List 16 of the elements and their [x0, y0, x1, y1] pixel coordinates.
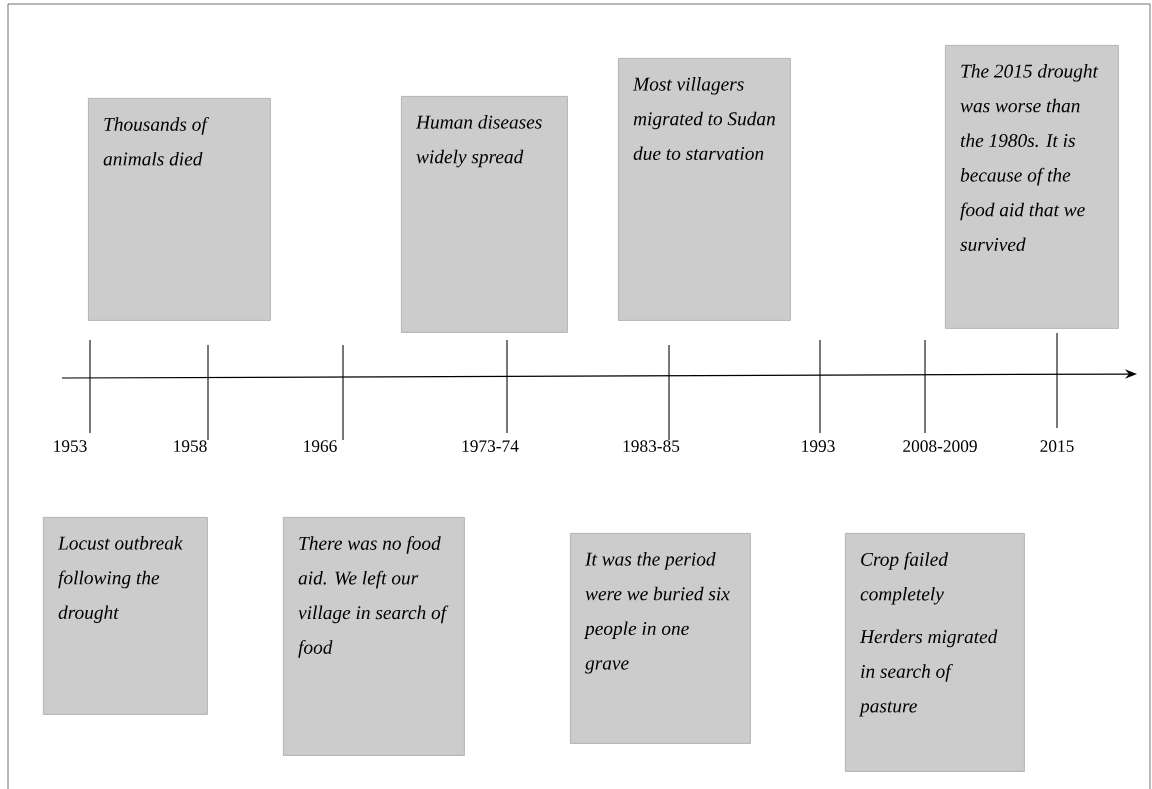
year-label: 2015 — [1040, 440, 1074, 452]
event-box: Most villagers migrated to Sudan due to starvation — [618, 58, 791, 321]
year-label: 1993 — [802, 440, 835, 452]
event-box: There was no food aid. We left our village in search of food — [283, 517, 465, 756]
year-label: 1973-74 — [462, 440, 519, 452]
event-box: Thousands of animals died — [88, 98, 271, 321]
event-box: Locust outbreak following the drought — [43, 517, 208, 715]
event-box: It was the period were we buried six people in one grave — [570, 533, 751, 744]
year-label: 1966 — [304, 440, 337, 452]
year-label: 1953 — [54, 440, 87, 452]
event-box: Human diseases widely spread — [401, 96, 568, 333]
year-label: 1958 — [174, 440, 207, 452]
year-label: 2008-2009 — [903, 440, 977, 452]
year-label: 1983-85 — [623, 440, 680, 452]
event-box: Crop failed completely Herders migrated in search of pasture — [845, 533, 1025, 772]
event-box: The 2015 drought was worse than the 1980s. It is because of the food aid that we survived — [945, 45, 1119, 329]
